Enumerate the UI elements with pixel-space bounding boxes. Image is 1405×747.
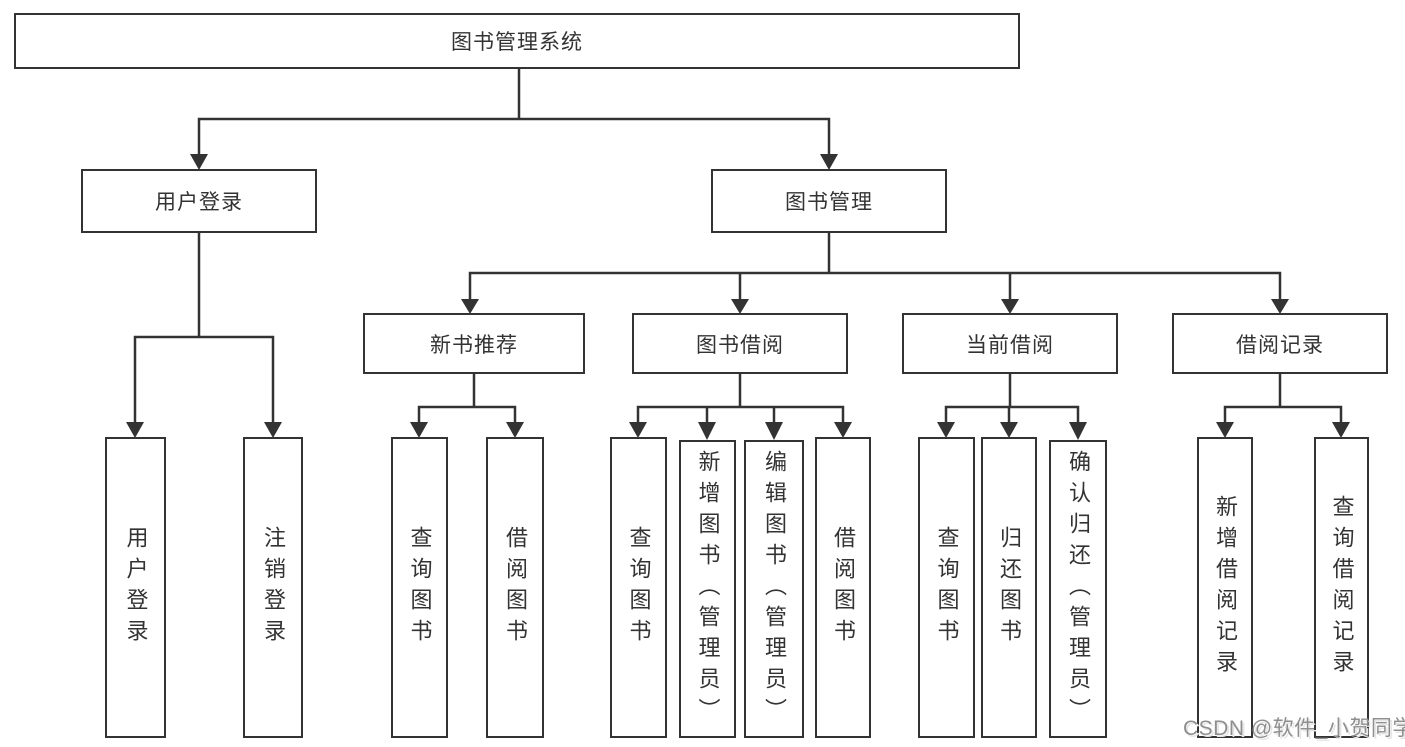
root-node-label: 图书管理系统 xyxy=(451,31,583,54)
leaf-node-label: 查询图书 xyxy=(934,525,960,650)
leaf-node-add-books-admin: 新增图书（管理员） xyxy=(679,440,736,738)
leaf-node-label: 新增借阅记录 xyxy=(1213,494,1238,681)
leaf-node-logout: 注销登录 xyxy=(243,437,303,738)
leaf-node-query-books: 查询图书 xyxy=(918,437,975,738)
leaf-node-confirm-return-admin: 确认归还（管理员） xyxy=(1049,440,1107,738)
leaf-node-borrow-books: 借阅图书 xyxy=(486,437,544,738)
connector-strokes xyxy=(133,67,1343,424)
branch-node-label: 图书管理 xyxy=(785,191,873,214)
leaf-node-label: 借阅图书 xyxy=(831,525,856,650)
connector-arrowheads xyxy=(126,154,1350,440)
leaf-node-edit-books-admin: 编辑图书（管理员） xyxy=(744,440,804,738)
leaf-node-label: 编辑图书（管理员） xyxy=(762,449,787,729)
leaf-node-label: 新增图书（管理员） xyxy=(695,449,721,729)
group-node-label: 新书推荐 xyxy=(430,333,518,357)
leaf-node-label: 查询图书 xyxy=(407,525,433,650)
group-node-current-borrow: 当前借阅 xyxy=(902,313,1118,374)
leaf-node-label: 查询图书 xyxy=(626,525,652,650)
leaf-node-label: 用户登录 xyxy=(123,525,149,650)
group-node-book-borrow: 图书借阅 xyxy=(632,313,848,374)
leaf-node-label: 确认归还（管理员） xyxy=(1066,449,1091,729)
csdn-watermark: CSDN @软件_小贺同学 xyxy=(1183,717,1405,740)
leaf-node-label: 借阅图书 xyxy=(503,525,528,650)
group-node-new-book-recommend: 新书推荐 xyxy=(363,313,585,374)
group-node-label: 借阅记录 xyxy=(1236,333,1324,357)
group-node-borrow-record: 借阅记录 xyxy=(1172,313,1388,374)
leaf-node-query-books: 查询图书 xyxy=(610,437,667,738)
leaf-node-label: 查询借阅记录 xyxy=(1329,494,1355,681)
group-node-label: 图书借阅 xyxy=(696,333,784,357)
leaf-node-borrow-books: 借阅图书 xyxy=(815,437,871,738)
leaf-node-query-books: 查询图书 xyxy=(391,437,448,738)
leaf-node-return-books: 归还图书 xyxy=(981,437,1037,738)
leaf-node-add-borrow-record: 新增借阅记录 xyxy=(1197,437,1253,738)
leaf-node-query-borrow-record: 查询借阅记录 xyxy=(1314,437,1369,738)
group-node-label: 当前借阅 xyxy=(966,333,1054,357)
leaf-node-label: 归还图书 xyxy=(997,525,1022,650)
branch-node-book-management: 图书管理 xyxy=(711,169,947,233)
leaf-node-label: 注销登录 xyxy=(261,525,286,650)
root-node-book-management-system: 图书管理系统 xyxy=(14,13,1020,69)
branch-node-user-login: 用户登录 xyxy=(81,169,317,233)
leaf-node-user-login: 用户登录 xyxy=(105,437,166,738)
branch-node-label: 用户登录 xyxy=(155,191,243,214)
